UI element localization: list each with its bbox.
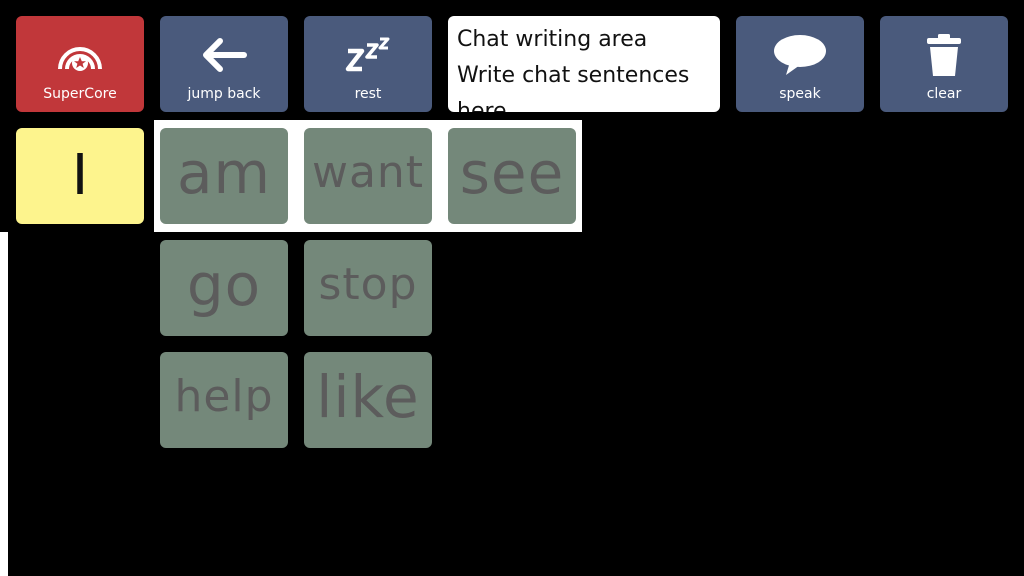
word-label-stop: stop xyxy=(318,259,418,310)
grid-background-right xyxy=(582,120,1024,576)
word-button-i[interactable]: I xyxy=(16,128,144,224)
jump-back-label: jump back xyxy=(187,86,261,102)
arrow-left-icon xyxy=(200,16,248,86)
word-button-go[interactable]: go xyxy=(160,240,288,336)
word-label-like: like xyxy=(316,363,420,431)
supercore-label: SuperCore xyxy=(43,86,117,102)
grid-background-lower xyxy=(436,232,582,576)
jump-back-button[interactable]: jump back xyxy=(160,16,288,112)
chat-writing-area[interactable]: Chat writing area Write chat sentences h… xyxy=(448,16,720,112)
word-button-like[interactable]: like xyxy=(304,352,432,448)
word-label-see: see xyxy=(459,139,565,207)
word-label-am: am xyxy=(176,139,272,207)
speech-bubble-icon xyxy=(772,16,828,86)
word-button-stop[interactable]: stop xyxy=(304,240,432,336)
trash-can-icon xyxy=(924,16,964,86)
speak-label: speak xyxy=(779,86,821,102)
word-label-go: go xyxy=(186,251,262,319)
word-button-see[interactable]: see xyxy=(448,128,576,224)
clear-label: clear xyxy=(926,86,962,102)
chat-text: Chat writing area Write chat sentences h… xyxy=(457,27,690,112)
word-label-i: I xyxy=(71,143,89,208)
sleep-zzz-icon xyxy=(344,16,392,86)
speak-button[interactable]: speak xyxy=(736,16,864,112)
word-label-want: want xyxy=(311,147,425,198)
supercore-button[interactable]: SuperCore xyxy=(16,16,144,112)
word-label-help: help xyxy=(174,371,274,422)
supercore-logo-icon xyxy=(56,16,104,86)
rest-label: rest xyxy=(354,86,382,102)
word-button-want[interactable]: want xyxy=(304,128,432,224)
word-button-help[interactable]: help xyxy=(160,352,288,448)
clear-button[interactable]: clear xyxy=(880,16,1008,112)
word-button-am[interactable]: am xyxy=(160,128,288,224)
rest-button[interactable]: rest xyxy=(304,16,432,112)
